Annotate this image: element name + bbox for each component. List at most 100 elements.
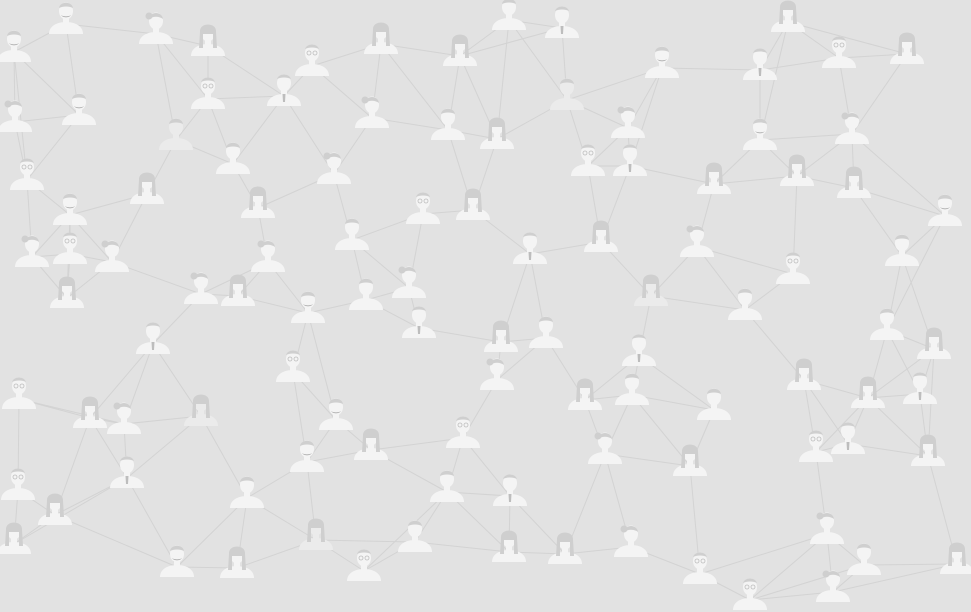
person-avatar-icon [799,430,833,462]
person-avatar-icon [392,266,426,298]
person-avatar-icon [680,225,714,257]
person-avatar-icon [184,272,218,304]
person-avatar-icon [743,118,777,150]
person-avatar-icon [733,578,767,610]
person-avatar-icon [614,525,648,557]
person-avatar-icon [911,434,945,466]
person-avatar-icon [276,350,310,382]
connection-line [200,415,248,499]
person-avatar-icon [73,396,107,428]
person-avatar-icon [354,428,388,460]
person-avatar-icon [492,0,526,30]
person-avatar-icon [480,358,514,390]
person-avatar-icon [446,416,480,448]
connection-line [89,343,154,419]
person-avatar-icon [299,518,333,550]
person-avatar-icon [406,192,440,224]
connection-line [847,443,929,457]
person-avatar-icon [1,468,35,500]
person-avatar-icon [787,358,821,390]
person-avatar-icon [611,106,645,138]
person-avatar-icon [870,308,904,340]
person-avatar-icon [443,34,477,66]
person-avatar-icon [230,476,264,508]
person-avatar-icon [251,240,285,272]
person-avatar-icon [622,334,656,366]
person-avatar-icon [697,162,731,194]
person-avatar-icon [335,218,369,250]
person-avatar-icon [267,74,301,106]
connection-line [863,563,958,566]
person-avatar-icon [728,288,762,320]
person-avatar-icon [241,186,275,218]
person-avatar-icon [295,44,329,76]
person-avatar-icon [0,30,31,62]
connection-line [853,187,903,257]
person-avatar-icon [776,252,810,284]
connection-line [26,114,80,181]
person-avatar-icon [548,532,582,564]
person-avatar-icon [545,6,579,38]
connection-line [699,533,828,575]
person-avatar-icon [529,316,563,348]
person-avatar-icon [822,36,856,68]
person-avatar-icon [831,422,865,454]
person-avatar-icon [136,322,170,354]
person-avatar-icon [347,549,381,581]
connection-line [123,415,202,425]
person-avatar-icon [110,456,144,488]
person-avatar-icon [928,194,962,226]
person-avatar-icon [184,394,218,426]
person-avatar-icon [645,46,679,78]
connection-line [604,453,691,467]
person-avatar-icon [216,142,250,174]
person-avatar-icon [139,12,173,44]
connection-line [696,246,746,311]
person-avatar-icon [62,93,96,125]
person-avatar-icon [364,22,398,54]
connection-line [155,33,209,100]
connection-line [232,95,285,165]
person-avatar-icon [890,32,924,64]
connection-line [315,539,416,543]
person-avatar-icon [95,240,129,272]
connection-line [713,175,798,185]
person-avatar-icon [15,235,49,267]
person-avatar-icon [2,377,36,409]
connection-line [18,398,125,425]
connection-line [851,53,908,135]
connection-line [363,491,448,572]
person-avatar-icon [885,234,919,266]
connection-line [176,497,248,568]
person-avatar-icon [917,327,951,359]
person-avatar-icon [291,291,325,323]
person-avatar-icon [50,276,84,308]
person-avatar-icon [319,398,353,430]
person-avatar-icon [191,77,225,109]
person-avatar-icon [159,118,193,150]
person-avatar-icon [107,402,141,434]
person-avatar-icon [568,378,602,410]
person-avatar-icon [38,493,72,525]
connection-line [886,215,946,331]
person-avatar-icon [49,2,83,34]
person-avatar-icon [513,232,547,264]
person-avatar-icon [53,232,87,264]
connection-line [832,563,958,593]
connection-line [744,309,805,381]
connection-line [13,51,80,116]
connection-line [508,19,568,101]
connection-line [749,533,828,601]
person-avatar-icon [771,0,805,32]
person-avatar-icon [402,306,436,338]
person-avatar-icon [743,48,777,80]
person-avatar-icon [697,388,731,420]
person-avatar-icon [835,112,869,144]
person-avatar-icon [492,530,526,562]
connection-line [749,591,834,601]
connection-line [65,23,157,35]
person-avatar-icon [430,470,464,502]
person-avatar-icon [584,220,618,252]
